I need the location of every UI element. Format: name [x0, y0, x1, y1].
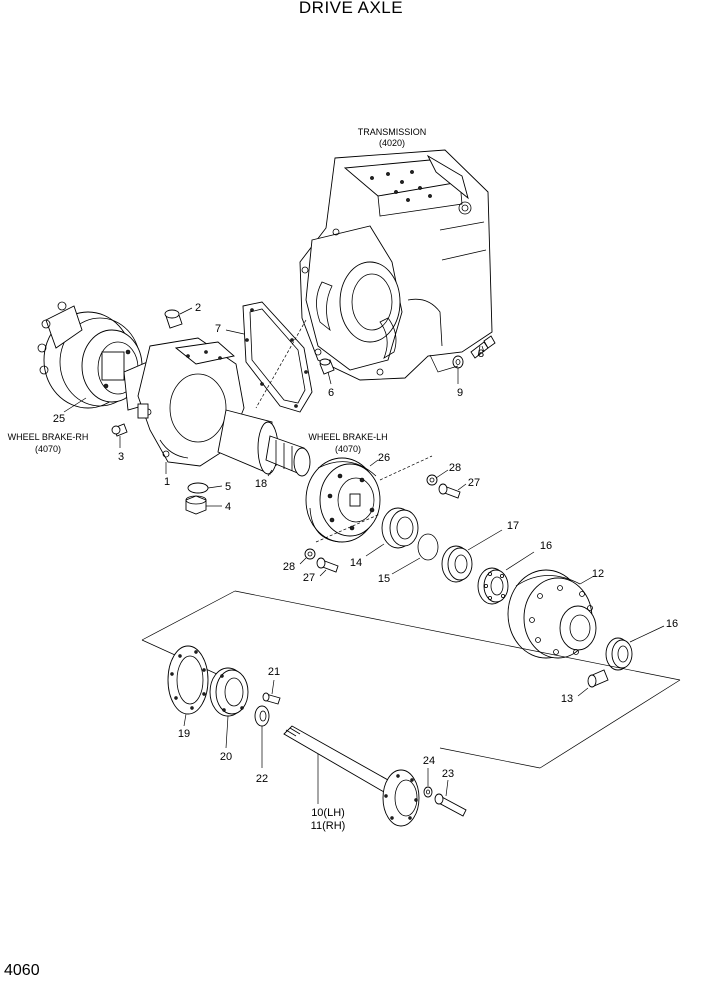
- seal-14: [381, 507, 419, 549]
- callout-28-lower: 28: [283, 561, 295, 573]
- transmission-label: TRANSMISSION: [358, 127, 427, 137]
- callout-27-lower: 27: [303, 572, 315, 584]
- callout-14: 14: [350, 557, 362, 569]
- callout-15: 15: [378, 573, 390, 585]
- callout-12: 12: [592, 568, 604, 580]
- callout-27-upper: 27: [468, 477, 480, 489]
- wheel-brake-lh: [305, 457, 381, 543]
- bolt-27-upper: [438, 483, 461, 499]
- wheel-brake-rh-label: WHEEL BRAKE-RH: [8, 432, 89, 442]
- callout-16-lower: 16: [666, 618, 678, 630]
- callout-22: 22: [256, 773, 268, 785]
- transmission-housing: [299, 149, 493, 381]
- callout-28-upper: 28: [449, 462, 461, 474]
- washer-24: [423, 786, 433, 798]
- bolt-23: [434, 793, 467, 817]
- o-ring-15: [417, 533, 439, 561]
- page-number: 4060: [4, 962, 40, 979]
- callout-10-lh: 10(LH): [311, 807, 345, 819]
- wheel-brake-lh-label: WHEEL BRAKE-LH: [308, 432, 387, 442]
- bolt-21: [262, 692, 281, 705]
- callout-25: 25: [53, 413, 65, 425]
- callout-19: 19: [178, 728, 190, 740]
- axle-housing-1: [123, 337, 311, 477]
- retainer-plate-20: [209, 667, 249, 717]
- callout-6: 6: [328, 387, 334, 399]
- axle-shaft-10-11: [283, 725, 420, 827]
- plug-2: [164, 309, 183, 329]
- seal-17: [441, 545, 473, 583]
- washer-28-upper: [426, 474, 438, 486]
- callout-21: 21: [268, 666, 280, 678]
- callout-20: 20: [220, 751, 232, 763]
- callout-24: 24: [423, 755, 435, 767]
- callout-2: 2: [195, 302, 201, 314]
- callout-26: 26: [378, 452, 390, 464]
- callout-1: 1: [164, 476, 170, 488]
- callout-7: 7: [215, 323, 221, 335]
- transmission-code: (4020): [379, 138, 405, 148]
- callout-8: 8: [478, 348, 484, 360]
- bolt-3: [111, 423, 128, 437]
- dowel-pin-6: [319, 358, 335, 375]
- transmission-top-plate-holes: [370, 170, 432, 202]
- o-ring-5: [187, 482, 209, 494]
- bearing-16-upper: [477, 567, 509, 605]
- bolt-27-lower: [316, 557, 339, 573]
- callout-11-rh: 11(RH): [311, 820, 346, 832]
- callout-4: 4: [225, 501, 231, 513]
- callout-numbers: 1 2 3 4 5 6 7 8 9 10(LH) 11(RH) 12 13 14…: [53, 302, 678, 832]
- callout-17: 17: [507, 520, 519, 532]
- callout-3: 3: [118, 451, 124, 463]
- wheel-hub-12: [507, 569, 597, 659]
- callout-5: 5: [225, 481, 231, 493]
- gasket-7: [242, 301, 313, 413]
- bearing-16-lower: [605, 637, 633, 671]
- callout-23: 23: [442, 768, 454, 780]
- page-title: DRIVE AXLE: [298, 0, 404, 17]
- washer-28-lower: [304, 548, 316, 560]
- callout-18: 18: [255, 478, 267, 490]
- drain-plug-4: [185, 495, 207, 515]
- wheel-brake-lh-code: (4070): [335, 444, 361, 454]
- callout-13: 13: [561, 693, 573, 705]
- callout-16-upper: 16: [540, 540, 552, 552]
- thrust-ring-19: [167, 645, 209, 715]
- wheel-brake-rh-code: (4070): [35, 444, 61, 454]
- callout-9: 9: [457, 387, 463, 399]
- wheel-stud-13: [587, 669, 609, 688]
- spacer-ring-22: [254, 705, 270, 727]
